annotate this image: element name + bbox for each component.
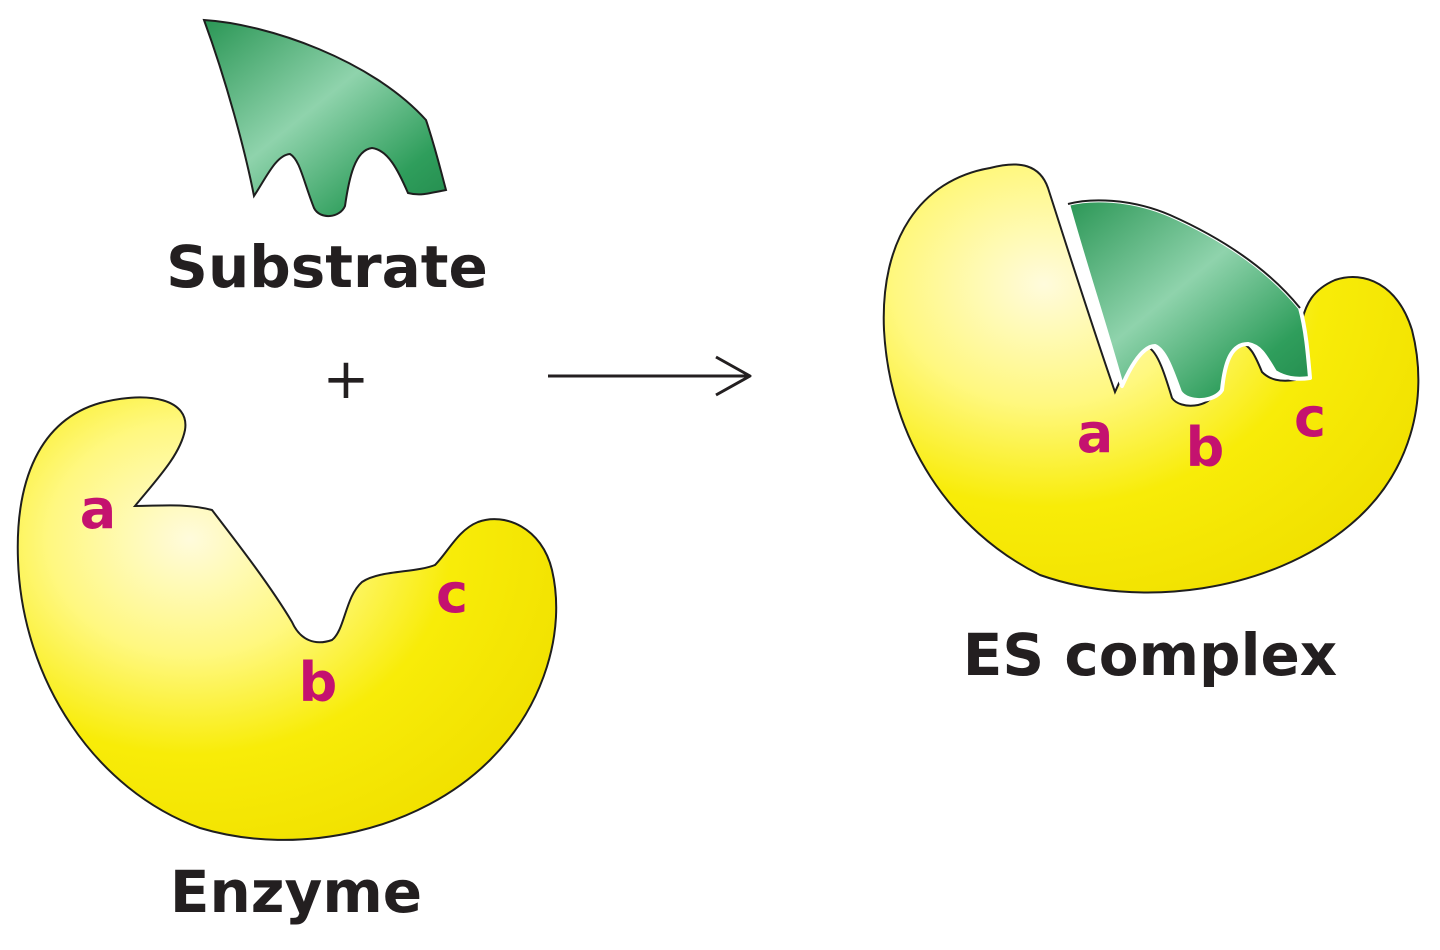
enzyme-shape bbox=[16, 396, 558, 841]
substrate-shape bbox=[202, 18, 448, 217]
es-complex-site-a-label: a bbox=[1077, 402, 1113, 465]
substrate-label: Substrate bbox=[166, 233, 488, 301]
es-complex-enzyme-shape bbox=[882, 163, 1420, 594]
es-complex-label: ES complex bbox=[963, 621, 1337, 689]
enzyme-site-c-label: c bbox=[436, 562, 468, 625]
reaction-arrow bbox=[548, 355, 752, 397]
enzyme-site-a-label: a bbox=[80, 478, 116, 541]
enzyme-site-b-label: b bbox=[299, 651, 338, 714]
es-complex-site-c-label: c bbox=[1294, 386, 1326, 449]
enzyme-label: Enzyme bbox=[170, 858, 422, 926]
plus-sign: + bbox=[323, 347, 370, 412]
es-complex-site-b-label: b bbox=[1186, 416, 1225, 479]
